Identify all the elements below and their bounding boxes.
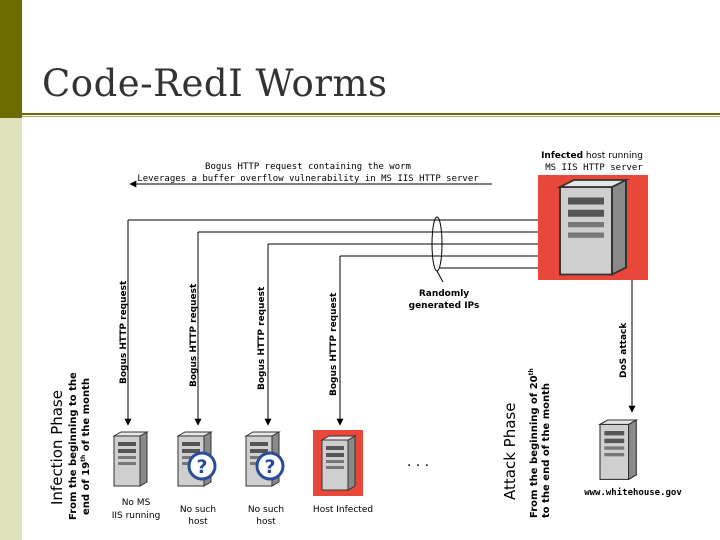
random-ips-pointer [436,270,444,283]
target-label-3-line2: host [256,517,276,527]
infected-host-caption-bold: Infected [541,151,583,161]
attack-phase-title: Attack Phase [501,403,519,500]
target-label-4-line1: Host Infected [313,505,373,515]
svg-text:?: ? [196,456,207,478]
target-host-infected [313,430,363,496]
attack-phase-sub2: to the end of the month [541,383,552,518]
target-label-1-line1: No MS [122,498,151,508]
title-divider-thin [22,116,720,117]
infection-phase-title: Infection Phase [48,390,66,505]
target-host-unknown-2: ? [245,431,285,487]
request-label-4: Bogus HTTP request [329,292,339,396]
target-label-2-line1: No such [180,505,216,515]
request-label-3: Bogus HTTP request [257,286,267,390]
target-label-1-line2: IIS running [112,511,161,521]
infected-host-caption-rest: host running [586,151,643,161]
request-label-2: Bogus HTTP request [189,283,199,387]
slide-title: Code-RedI Worms [42,62,388,105]
target-label-3-line1: No such [248,505,284,515]
infected-host-caption-line2: MS IIS HTTP server [545,163,643,173]
dos-attack-label: DoS attack [619,322,629,378]
worm-caption-line2: Leverages a buffer overflow vulnerabilit… [137,174,479,184]
question-mark-icon [187,451,217,481]
request-label-1: Bogus HTTP request [119,280,129,384]
infected-server [538,175,648,280]
question-mark-icon [255,451,285,481]
target-host-no-iis [113,431,148,487]
infected-server-icon [559,179,627,276]
sidebar-stripe-lower [0,118,22,540]
more-hosts-ellipsis: . . . [407,454,429,470]
random-ips-line1: Randomly [419,289,469,299]
victim-label: www.whitehouse.gov [584,487,682,498]
attack-phase-sub1: From the beginning of 20th [528,368,540,518]
random-ips-line2: generated IPs [409,301,480,311]
infection-phase-sub1: From the beginning to the [68,372,79,520]
target-label-2-line2: host [188,517,208,527]
infected-host-caption: Infected host running [541,151,643,161]
infection-phase-sub2: end of 19th of the month [80,378,92,515]
svg-text:?: ? [264,456,275,478]
target-host-unknown-1: ? [177,431,217,487]
worm-caption-line1: Bogus HTTP request containing the worm [205,162,411,172]
victim-server-icon [599,419,637,480]
title-divider [22,113,720,115]
